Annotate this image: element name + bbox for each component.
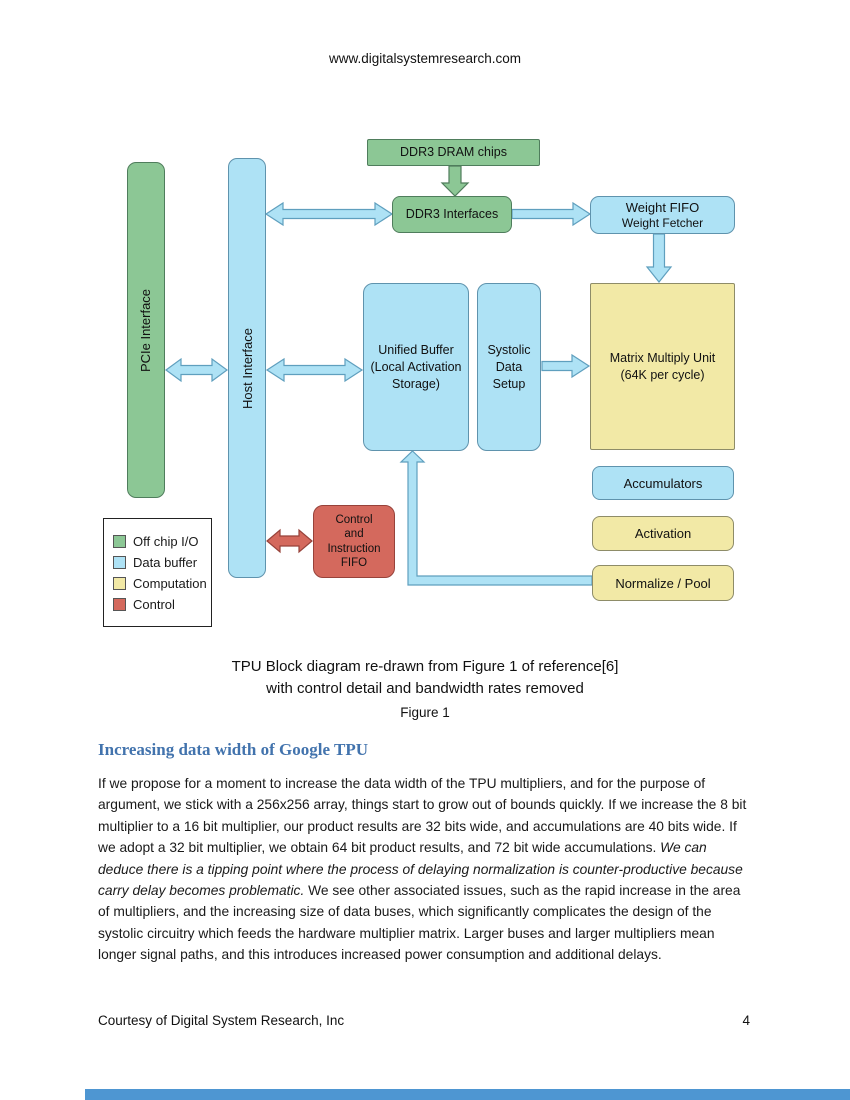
body-paragraph-part3: We see other associated issues, such as … [98,883,741,963]
block-ddr3-interfaces: DDR3 Interfaces [392,196,512,233]
block-pcie-interface: PCIe Interface [127,162,165,498]
arrow-normalize-to-unifiedbuffer-icon [399,450,593,586]
arrow-weightfifo-to-matrix-icon [645,233,673,283]
block-activation: Activation [592,516,734,551]
block-accumulators-label: Accumulators [623,475,703,491]
block-systolic-data-setup-label: Systolic Data Setup [487,342,531,391]
arrow-systolic-to-matrix-icon [541,353,591,379]
body-paragraph-part1: If we propose for a moment to increase t… [98,776,747,856]
block-ddr3-interfaces-label: DDR3 Interfaces [405,207,499,221]
body-paragraph-italic: We can deduce there is a tipping point w… [98,840,743,899]
block-matrix-multiply-unit-label: Matrix Multiply Unit (64K per cycle) [609,350,716,382]
footer-accent-bar [85,1089,850,1100]
block-ddr3-dram-chips: DDR3 DRAM chips [367,139,540,166]
block-pcie-interface-label: PCIe Interface [138,288,154,372]
footer-courtesy-text: Courtesy of Digital System Research, Inc [98,1013,345,1028]
block-normalize-pool: Normalize / Pool [592,565,734,601]
arrow-dram-to-ddr3-icon [440,165,470,197]
arrow-host-ddr3-icon [264,201,394,227]
block-activation-label: Activation [634,526,692,541]
header-url: www.digitalsystemresearch.com [328,51,522,66]
legend-label-off-chip-io: Off chip I/O [133,533,199,549]
block-weight-fifo: Weight FIFO Weight Fetcher [590,196,735,234]
block-control-instruction-fifo-label: Control and Instruction FIFO [327,513,381,570]
legend-label-computation: Computation [133,575,207,591]
block-control-instruction-fifo: Control and Instruction FIFO [313,505,395,578]
block-weight-fifo-title: Weight FIFO [625,200,700,215]
block-unified-buffer-label: Unified Buffer (Local Activation Storage… [370,342,462,391]
block-host-interface-label: Host Interface [239,327,255,409]
figure-caption-line1: TPU Block diagram re-drawn from Figure 1… [231,658,619,675]
legend-swatch-computation [113,576,126,590]
legend-item-computation: Computation [113,576,211,591]
legend: Off chip I/O Data buffer Computation Con… [103,518,212,627]
block-normalize-pool-label: Normalize / Pool [615,575,711,591]
arrow-pcie-host-icon [164,357,229,383]
block-unified-buffer: Unified Buffer (Local Activation Storage… [363,283,469,451]
legend-swatch-control [113,597,126,611]
body-paragraph: If we propose for a moment to increase t… [98,773,755,966]
block-weight-fifo-subtitle: Weight Fetcher [621,216,704,230]
arrow-host-unifiedbuffer-icon [265,357,364,383]
figure-caption: TPU Block diagram re-drawn from Figure 1… [0,656,850,700]
block-matrix-multiply-unit: Matrix Multiply Unit (64K per cycle) [590,283,735,450]
block-accumulators: Accumulators [592,466,734,500]
legend-label-control: Control [133,596,175,612]
block-host-interface: Host Interface [228,158,266,578]
block-ddr3-dram-chips-label: DDR3 DRAM chips [400,145,507,159]
section-heading: Increasing data width of Google TPU [98,740,368,759]
arrow-ddr3-to-weightfifo-icon [511,201,592,227]
legend-item-data-buffer: Data buffer [113,555,211,570]
legend-label-data-buffer: Data buffer [133,554,198,570]
legend-item-control: Control [113,597,211,612]
legend-item-off-chip-io: Off chip I/O [113,534,211,549]
footer-page-number: 4 [742,1013,750,1028]
figure-caption-line2: with control detail and bandwidth rates … [266,680,584,697]
legend-swatch-off-chip-io [113,534,126,548]
figure-label: Figure 1 [400,705,450,720]
arrow-host-controlfifo-icon [266,528,313,554]
block-systolic-data-setup: Systolic Data Setup [477,283,541,451]
legend-swatch-data-buffer [113,555,126,569]
